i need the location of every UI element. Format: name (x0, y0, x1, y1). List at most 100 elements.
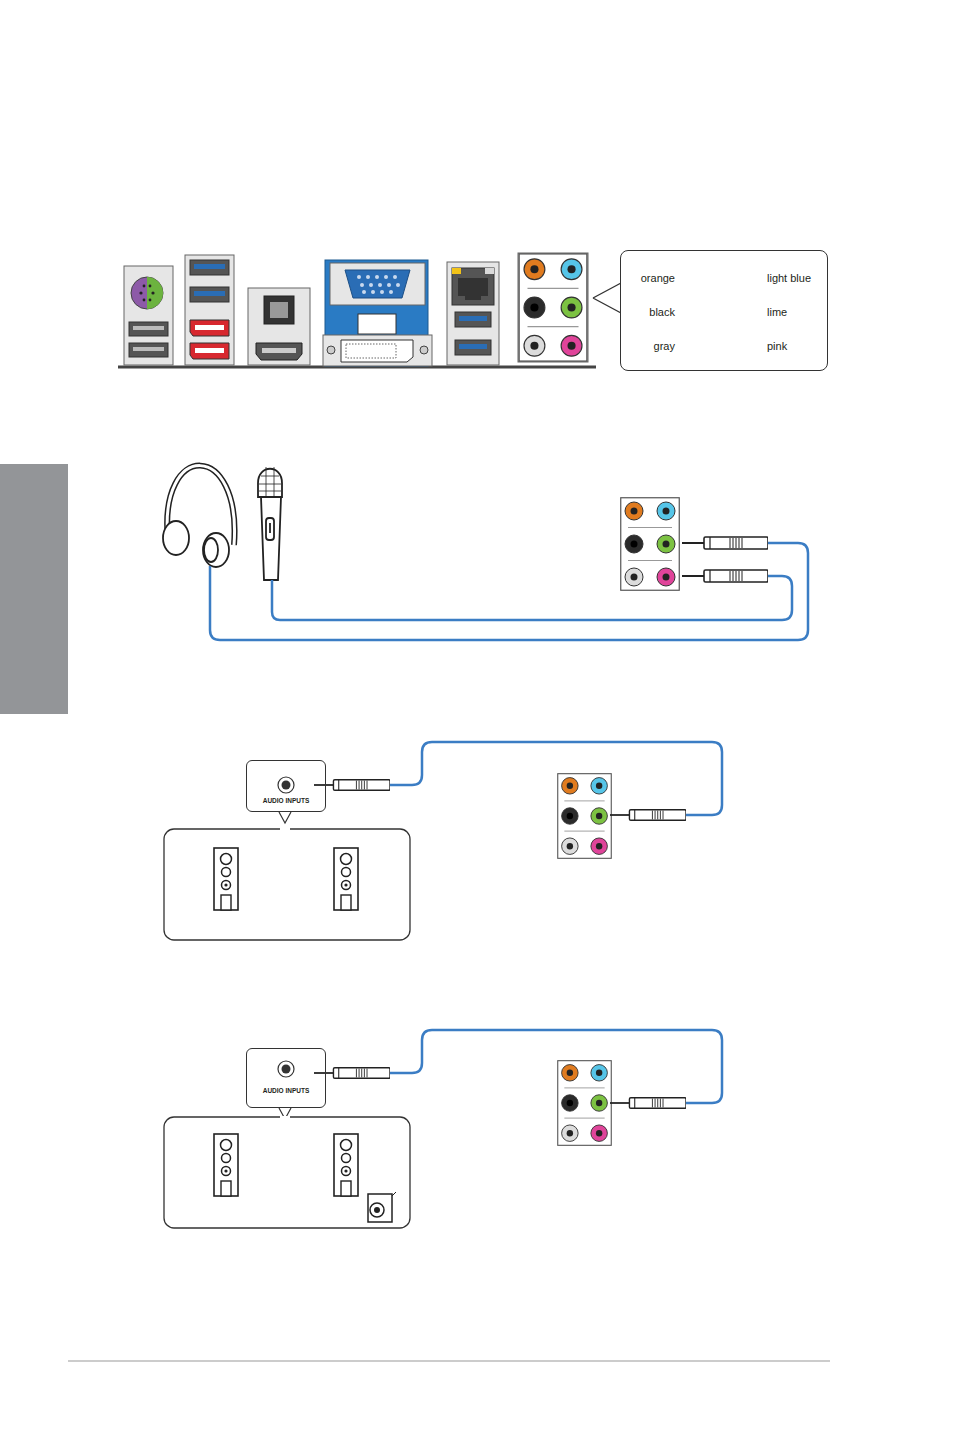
cables-part (390, 742, 722, 815)
rear-panel-part (327, 346, 335, 354)
audio-jack-panel-part (558, 774, 612, 859)
color-label: gray (654, 340, 675, 353)
rear-panel-part-part (360, 283, 364, 287)
rear-panel-part (346, 344, 396, 358)
color-label: lime (767, 306, 787, 319)
rear-panel-part (190, 343, 229, 359)
color-label: pink (767, 340, 787, 353)
rear-panel-part (264, 296, 294, 324)
rear-panel-part (190, 260, 229, 275)
rear-panel-part-part (384, 275, 388, 279)
cables (210, 543, 808, 1103)
microphone-part (259, 467, 281, 497)
rear-panel-part-part (387, 283, 391, 287)
rear-panel-part (143, 299, 146, 302)
rear-panel-part (519, 254, 587, 361)
microphone-part (261, 497, 281, 580)
rear-panel-part (459, 344, 487, 349)
footer-rule (68, 1361, 830, 1362)
rear-panel-part (447, 262, 499, 365)
speaker-input-jack-part (279, 1108, 291, 1119)
callout-pointer-part (593, 283, 621, 313)
audio-plug-part (682, 570, 768, 582)
rear-panel-part (133, 347, 164, 351)
rear-panel-part (262, 348, 296, 353)
rear-panel-part (129, 343, 168, 357)
cables-part (210, 543, 808, 640)
rear-panel-part (124, 266, 173, 365)
headphones-part (203, 533, 229, 567)
rear-panel-part (129, 322, 168, 336)
rear-panel-part-part (362, 290, 366, 294)
rear-panel-part (133, 326, 164, 330)
audio-jack-panel-part (558, 1061, 612, 1146)
side-tab (0, 464, 68, 714)
speaker-input-jack (278, 777, 294, 1119)
rear-panel-part-part (380, 290, 384, 294)
speaker-panel-part (214, 1134, 238, 1196)
speaker-input-jack-part (279, 812, 291, 823)
rear-panel-part (147, 277, 163, 309)
rear-panel-part (149, 285, 152, 288)
rear-panel-part-part (369, 283, 373, 287)
rear-panel-part-part (375, 275, 379, 279)
rear-panel-part-part (378, 283, 382, 287)
speaker-input-jack-part (278, 777, 294, 793)
speaker-panel-part (214, 848, 238, 910)
rear-panel-part (458, 278, 488, 300)
rear-panel-part (452, 268, 461, 274)
rear-panel-part-part (396, 283, 400, 287)
speaker-panel-part (368, 1194, 392, 1222)
rear-panel-part (139, 291, 142, 294)
rear-panel-part (323, 335, 432, 366)
rear-panel-part (455, 340, 491, 355)
rear-panel-part (455, 312, 491, 327)
audio-input-box: AUDIO INPUTS (246, 760, 326, 812)
rear-panel-part (518, 253, 588, 362)
headphones (163, 466, 235, 567)
cables-part (390, 1030, 722, 1103)
audio-input-box: AUDIO INPUTS (246, 1048, 326, 1108)
rear-panel-part (151, 291, 154, 294)
speaker-panel-part (280, 1116, 290, 1118)
rear-panel-part (194, 291, 225, 296)
rear-panel-part (185, 255, 234, 365)
speaker-panel-part (334, 848, 358, 910)
rear-panel-part (194, 264, 225, 269)
headphones-part (204, 538, 218, 562)
headphones-part (163, 521, 189, 555)
rear-panel-part (190, 287, 229, 302)
rear-panel-part (341, 340, 413, 362)
speaker-panel-part (374, 1207, 380, 1213)
speaker-panel-part (164, 1117, 410, 1228)
audio-plug-part (682, 537, 768, 549)
rear-panel-part-part (371, 290, 375, 294)
audio-plug-part (610, 1098, 686, 1109)
rear-panel-part (358, 314, 396, 334)
microphone (258, 467, 282, 580)
rear-panel-part-part (393, 275, 397, 279)
audio-jack-panel (558, 498, 680, 1146)
rear-panel-part (143, 285, 146, 288)
rear-panel-part-part (357, 275, 361, 279)
side-tab-part (0, 464, 68, 714)
rear-panel-part (485, 268, 494, 274)
rear-panel-part (459, 316, 487, 321)
rear-panel-part (345, 270, 410, 298)
microphone-part (258, 469, 282, 497)
rear-panel-part (452, 268, 494, 305)
rear-panel-part (248, 288, 310, 365)
callout-pointer (593, 283, 621, 313)
audio-plug-part (610, 810, 686, 821)
rear-panel-part (330, 263, 425, 305)
speaker-input-jack-part (282, 1065, 291, 1074)
rear-panel (118, 253, 596, 367)
color-label: black (649, 306, 675, 319)
footer-rule-part (68, 1360, 830, 1362)
microphone-part (266, 518, 274, 540)
rear-panel-part (357, 275, 400, 294)
speaker-input-jack-part (278, 1061, 294, 1077)
audio-jack-panel-part (621, 498, 680, 591)
